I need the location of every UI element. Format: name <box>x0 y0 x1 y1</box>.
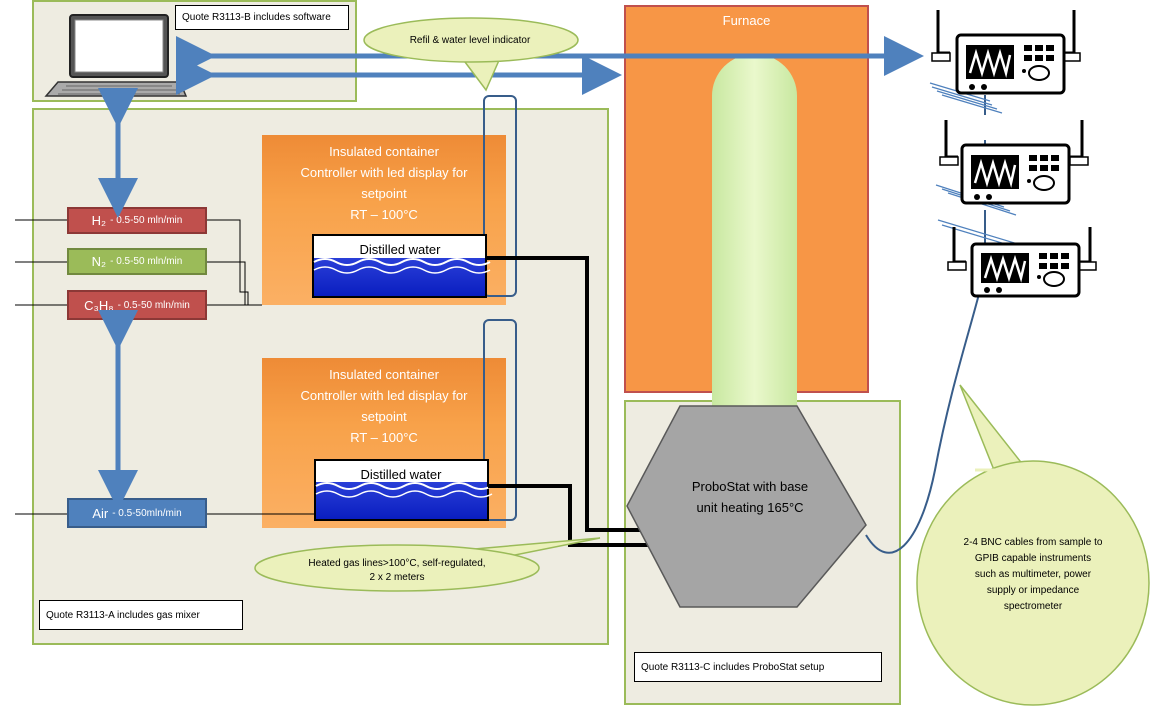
container-1-line-3: setpoint <box>361 186 407 201</box>
furnace-label: Furnace <box>722 13 771 28</box>
quote-probostat: Quote R3113-C includes ProboStat setup <box>634 652 882 682</box>
probostat-label-line-2: unit heating 165°C <box>696 500 803 515</box>
heated-lines-text-1: Heated gas lines>100°C, self-regulated, <box>308 558 485 569</box>
bnc-text-5: spectrometer <box>1004 601 1063 612</box>
probostat-unit <box>626 405 867 608</box>
container-2-line-4: RT – 100°C <box>350 430 418 445</box>
laptop-icon <box>44 14 188 97</box>
refill-callout <box>363 17 579 92</box>
gas-c3h8-range: - 0.5-50 mln/min <box>117 299 190 311</box>
bnc-text-4: supply or impedance <box>987 585 1080 596</box>
quote-software: Quote R3113-B includes software <box>175 5 349 30</box>
container-2-line-1: Insulated container <box>329 367 439 382</box>
data-bus-arrows <box>98 36 924 510</box>
gas-h2-range: - 0.5-50 mln/min <box>110 215 183 226</box>
container-2-line-2: Controller with led display for <box>300 388 468 403</box>
heated-lines-callout <box>254 537 601 592</box>
gas-n2: N₂- 0.5-50 mln/min <box>67 248 207 275</box>
probostat-label-line-1: ProboStat with base <box>692 479 808 494</box>
water-container-1: Distilled water <box>312 234 491 298</box>
gas-lines <box>15 219 315 515</box>
water-label-2: Distilled water <box>361 467 443 482</box>
quote-gas-mixer: Quote R3113-A includes gas mixer <box>39 600 243 630</box>
gas-n2-name: N₂ <box>91 254 107 269</box>
heated-gas-lines <box>486 256 660 547</box>
water-label-1: Distilled water <box>360 242 442 257</box>
sample-tube <box>712 54 797 409</box>
container-1-line-2: Controller with led display for <box>300 165 468 180</box>
container-1-line-1: Insulated container <box>329 144 439 159</box>
gas-n2-range: - 0.5-50 mln/min <box>110 256 183 267</box>
bnc-callout <box>916 384 1150 706</box>
bnc-cable <box>865 210 986 554</box>
instrument-icon <box>937 219 1097 298</box>
bnc-text-2: GPIB capable instruments <box>975 553 1091 564</box>
instrument-icon <box>929 10 1081 114</box>
bnc-text-1: 2-4 BNC cables from sample to <box>964 537 1103 548</box>
refill-callout-text: Refil & water level indicator <box>410 35 531 46</box>
gas-air-range: - 0.5-50mln/min <box>112 507 182 519</box>
container-1-line-4: RT – 100°C <box>350 207 418 222</box>
level-indicator-tubes <box>483 95 517 521</box>
water-container-2: Distilled water <box>314 459 493 521</box>
heated-lines-text-2: 2 x 2 meters <box>369 572 424 583</box>
gas-c3h8-name: C₃H₈ <box>84 297 114 313</box>
container-2-line-3: setpoint <box>361 409 407 424</box>
instrument-icon <box>935 120 1089 216</box>
bnc-text-3: such as multimeter, power <box>975 569 1092 580</box>
